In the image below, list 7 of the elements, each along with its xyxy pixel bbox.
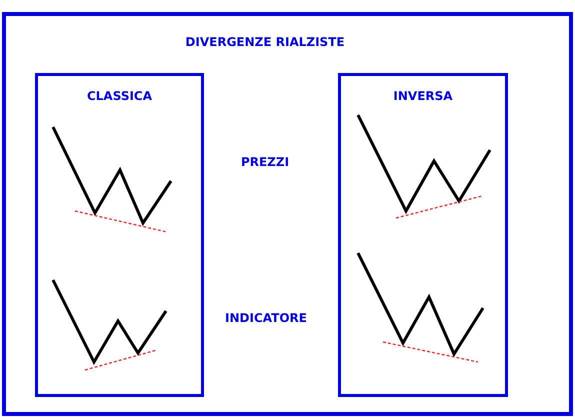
chart-panel	[35, 73, 204, 397]
panel-title: INVERSA	[393, 89, 453, 103]
chart-panel	[338, 73, 508, 397]
diagram-title: DIVERGENZE RIALZISTE	[185, 35, 345, 49]
row-label: PREZZI	[240, 155, 290, 169]
panel-title: CLASSICA	[86, 89, 152, 103]
row-label: INDICATORE	[225, 311, 307, 325]
